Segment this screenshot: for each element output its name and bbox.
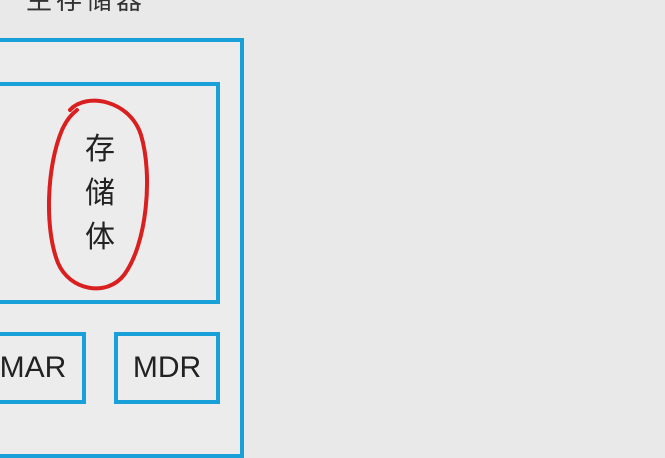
mar-register-label: MAR <box>0 351 67 384</box>
diagram-title: 主存储器 <box>26 0 147 16</box>
storage-label-char-1: 存 <box>85 132 115 167</box>
storage-label-char-3: 体 <box>85 220 115 255</box>
mdr-register-box: MDR <box>114 332 220 404</box>
mar-register-box: MAR <box>0 332 86 404</box>
mdr-register-label: MDR <box>132 351 202 384</box>
storage-array-label: 存 储 体 <box>83 128 117 260</box>
storage-label-char-2: 储 <box>85 176 115 211</box>
